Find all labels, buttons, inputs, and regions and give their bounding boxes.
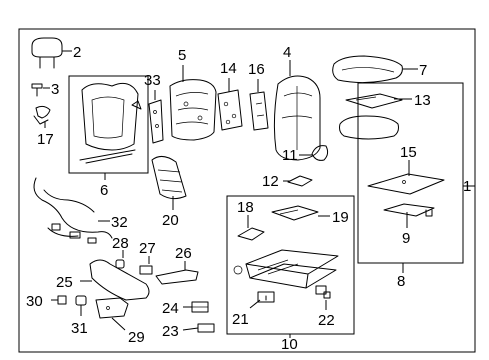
headrest-part <box>31 37 63 69</box>
wiring-harness-part <box>33 177 113 244</box>
callout-7: 7 <box>419 62 427 79</box>
callout-18: 18 <box>237 199 254 216</box>
lumbar-panel-part <box>148 99 164 144</box>
callout-14: 14 <box>220 60 237 77</box>
callout-3: 3 <box>51 81 59 98</box>
bracket-part-16 <box>249 91 269 131</box>
callout-30: 30 <box>26 293 43 310</box>
callout-6: 6 <box>100 182 108 199</box>
callout-19: 19 <box>332 209 349 226</box>
callout-22: 22 <box>318 312 335 329</box>
callout-10: 10 <box>281 336 298 353</box>
heater-pad-part <box>345 93 403 109</box>
connector-part-18 <box>237 227 265 241</box>
callout-29: 29 <box>128 329 145 346</box>
callout-16: 16 <box>248 61 265 78</box>
callout-13: 13 <box>414 92 431 109</box>
knob-part-28 <box>115 259 125 269</box>
frame-box-8 <box>357 82 464 264</box>
switch-part-29 <box>95 297 129 319</box>
cap-part-30 <box>57 295 67 305</box>
seat-cushion-part <box>332 55 403 84</box>
bolt-part <box>31 83 43 97</box>
seat-pad-part <box>339 115 399 140</box>
callout-23: 23 <box>162 323 179 340</box>
motor-part-21 <box>257 291 275 303</box>
callout-8: 8 <box>397 273 405 290</box>
callout-1: 1 <box>463 178 471 195</box>
callout-33: 33 <box>144 72 161 89</box>
plate-part-14 <box>217 89 243 131</box>
callout-12: 12 <box>262 173 279 190</box>
seatback-panel-part <box>169 79 217 141</box>
callout-21: 21 <box>232 311 249 328</box>
callout-9: 9 <box>402 230 410 247</box>
callout-5: 5 <box>178 47 186 64</box>
callout-31: 31 <box>71 320 88 337</box>
seat-plate-part <box>367 173 445 195</box>
callout-20: 20 <box>162 212 179 229</box>
cover-part-11 <box>311 145 329 161</box>
seatback-frame-part <box>79 82 142 164</box>
callout-17: 17 <box>37 131 54 148</box>
callout-28: 28 <box>112 235 129 252</box>
callout-32: 32 <box>111 214 128 231</box>
callout-24: 24 <box>162 300 179 317</box>
side-shield-part <box>89 259 150 301</box>
callout-27: 27 <box>139 240 156 257</box>
spring-mat-part <box>151 156 187 200</box>
knob-part-31 <box>75 295 87 306</box>
callout-15: 15 <box>400 144 417 161</box>
seatback-cushion-part <box>273 75 321 161</box>
switch-part-24 <box>191 301 209 313</box>
bracket-part-9 <box>383 203 435 217</box>
clip-part-12 <box>287 175 313 187</box>
seat-frame-part <box>233 249 339 289</box>
callout-4: 4 <box>283 44 291 61</box>
callout-2: 2 <box>73 44 81 61</box>
track-part-19 <box>271 205 319 221</box>
clip-part-27 <box>139 265 153 275</box>
switch-part-23 <box>197 323 215 333</box>
callout-11: 11 <box>282 147 298 164</box>
bracket-part-17 <box>33 105 51 125</box>
callout-25: 25 <box>56 274 73 291</box>
trim-part-26 <box>155 269 199 285</box>
callout-26: 26 <box>175 245 192 262</box>
frame-box-6 <box>68 75 149 174</box>
clip-part-22 <box>315 285 331 299</box>
frame-assembly-1 <box>18 28 476 353</box>
